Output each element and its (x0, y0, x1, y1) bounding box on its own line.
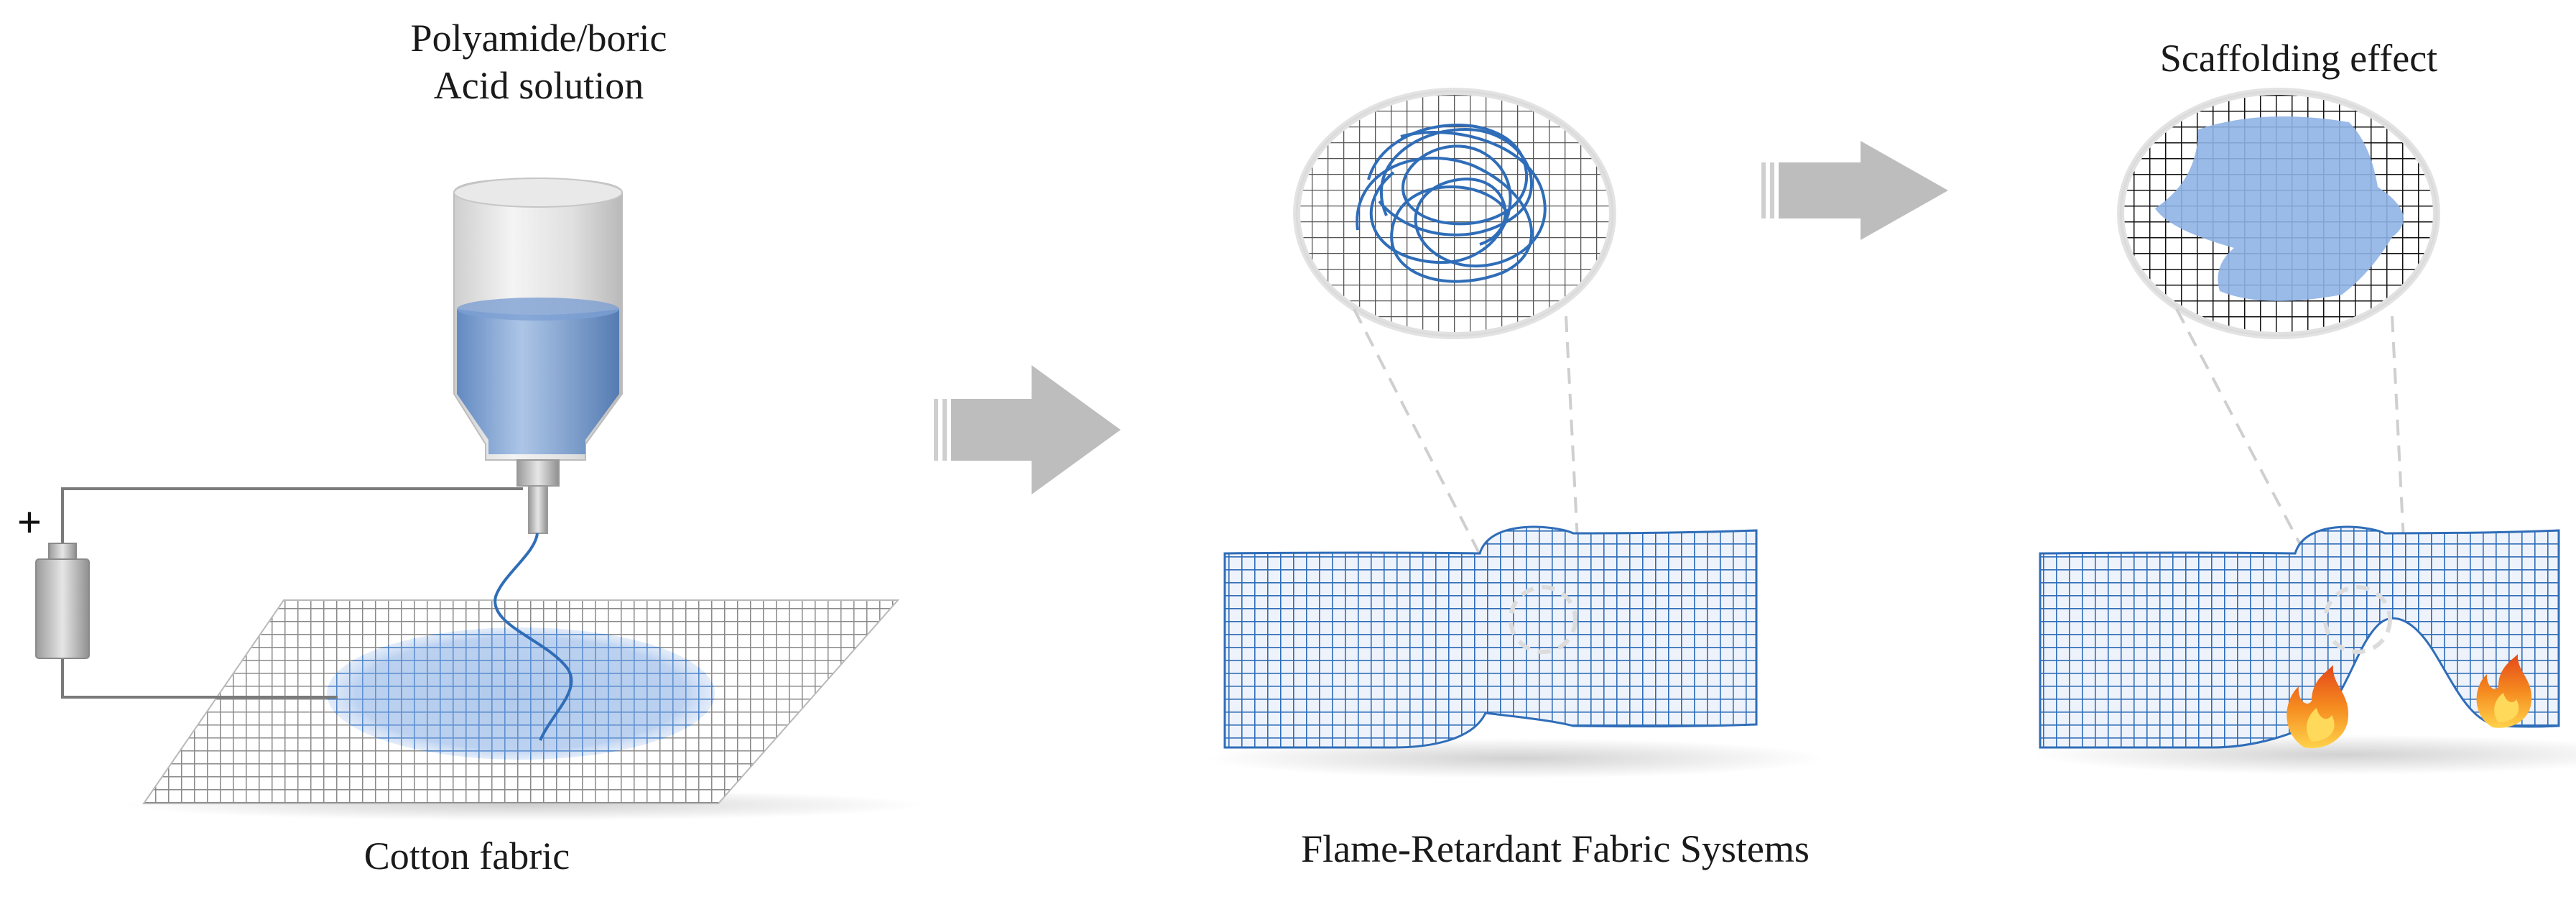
zoom-target (2323, 585, 2392, 654)
scaffold-film (2155, 116, 2404, 301)
flame-icon (2287, 665, 2349, 748)
cotton-fabric-label: Cotton fabric (363, 834, 570, 878)
flame-retardant-fabric (1223, 525, 1758, 749)
solution-label-line2: Acid solution (433, 64, 644, 107)
circuit-wire (61, 487, 523, 699)
fiber-jet (494, 533, 573, 741)
arrow-icon (934, 365, 1121, 494)
scaffolding-label: Scaffolding effect (2159, 37, 2438, 80)
zoom-target (1509, 585, 1577, 654)
arrow-icon (1761, 141, 1948, 240)
flame-retardant-label: Flame-Retardant Fabric Systems (1301, 827, 1810, 870)
polymer-solution (457, 309, 619, 454)
flame-icon (2476, 654, 2532, 728)
solution-label: Polyamide/boric Acid solution (287, 14, 790, 109)
battery-icon (35, 543, 90, 659)
zoom-view-fibers (1300, 95, 1609, 332)
solution-label-line1: Polyamide/boric (410, 17, 667, 60)
burnt-fabric (2039, 525, 2560, 749)
syringe-icon (453, 177, 623, 534)
positive-terminal-label: + (17, 499, 42, 546)
zoom-view-scaffold (2124, 95, 2433, 332)
